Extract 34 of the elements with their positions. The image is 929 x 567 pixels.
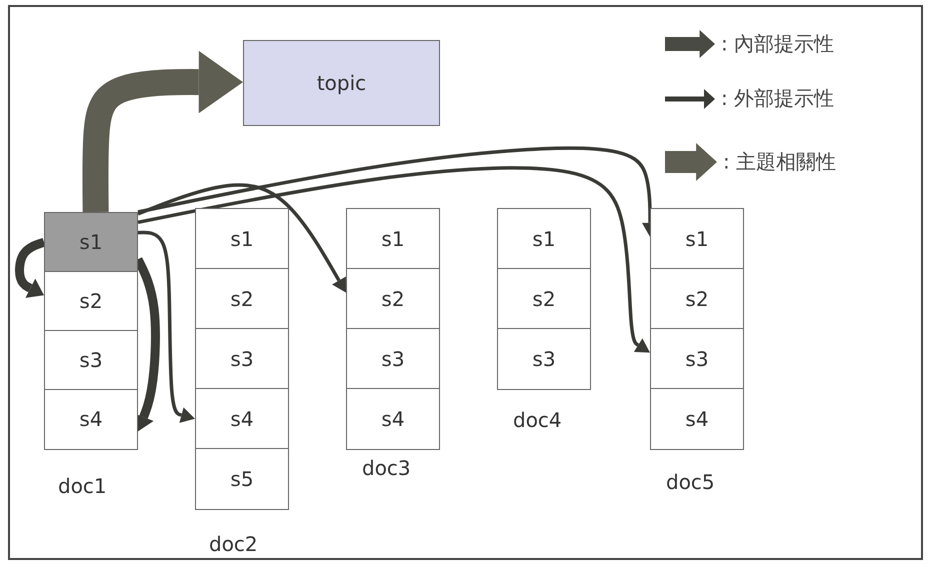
sentence-box: s2	[650, 268, 744, 330]
sentence-box: s1	[44, 212, 138, 272]
document-label: doc3	[362, 456, 411, 480]
legend-text: : 外部提示性	[721, 86, 834, 110]
arrow	[137, 183, 346, 293]
arrow	[138, 230, 195, 423]
document-label: doc1	[58, 474, 107, 498]
thick-arrow	[82, 50, 243, 213]
sentence-box: s4	[195, 388, 289, 450]
sentence-box: s2	[346, 268, 440, 330]
sentence-box: s4	[44, 389, 138, 450]
topic-box: topic	[243, 40, 440, 126]
sentence-box: s1	[650, 208, 744, 270]
sentence-box: s1	[195, 208, 289, 270]
sentence-box: s3	[346, 328, 440, 390]
sentence-box: s4	[650, 388, 744, 450]
sentence-box: s3	[195, 328, 289, 390]
sentence-box: s4	[346, 388, 440, 450]
sentence-box: s2	[44, 271, 138, 332]
sentence-box: s1	[497, 208, 591, 270]
sentence-box: s3	[44, 330, 138, 390]
thick-arrow	[15, 238, 46, 298]
sentence-box: s2	[497, 268, 591, 330]
sentence-box: s3	[497, 328, 591, 390]
sentence-box: s2	[195, 268, 289, 330]
legend-text: : 主題相關性	[723, 150, 836, 174]
legend-text: : 內部提示性	[721, 32, 834, 56]
document-label: doc2	[209, 532, 258, 556]
document-label: doc4	[513, 408, 562, 432]
sentence-box: s3	[650, 328, 744, 390]
sentence-box: s5	[195, 448, 289, 510]
document-label: doc5	[666, 470, 715, 494]
sentence-box: s1	[346, 208, 440, 270]
arrow	[138, 166, 650, 353]
